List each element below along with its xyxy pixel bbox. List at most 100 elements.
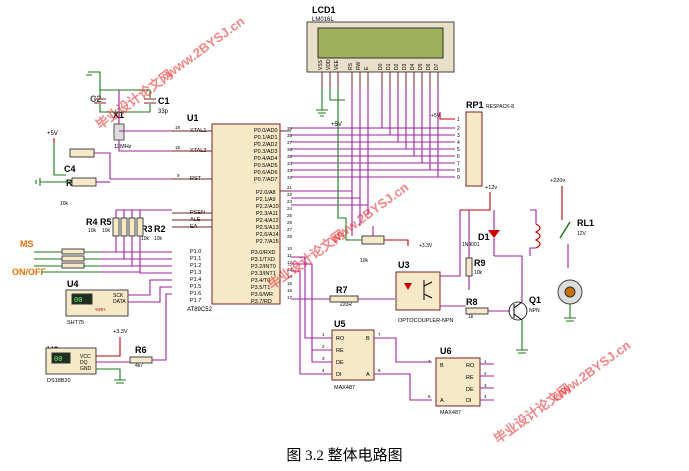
r7-value: 220R xyxy=(340,302,352,308)
power-label: +3.3V xyxy=(419,243,433,249)
svg-text:P1.3: P1.3 xyxy=(190,270,201,276)
svg-text:DE: DE xyxy=(466,387,474,393)
r1-value: 10k xyxy=(60,201,69,207)
svg-text:6: 6 xyxy=(428,394,431,399)
svg-text:P3.6/WR: P3.6/WR xyxy=(251,292,273,298)
svg-text:6: 6 xyxy=(378,368,381,373)
r9-ref: R9 xyxy=(474,258,486,268)
q1-ref: Q1 xyxy=(529,295,541,305)
svg-text:P3.7/RD: P3.7/RD xyxy=(251,299,272,305)
lcd-pin-label: VSS xyxy=(318,59,324,70)
svg-text:19: 19 xyxy=(175,125,181,130)
svg-text:P1.1: P1.1 xyxy=(190,256,201,262)
mcu-model: AT89C52 xyxy=(187,307,213,313)
svg-text:P1.0: P1.0 xyxy=(190,249,201,255)
lcd-pin-label: D4 xyxy=(410,63,416,70)
svg-text:P0.3/AD3: P0.3/AD3 xyxy=(254,149,278,155)
svg-text:17: 17 xyxy=(287,295,293,300)
r4-value: 10k xyxy=(88,228,97,234)
svg-text:24: 24 xyxy=(287,206,293,211)
r4-ref: R4 xyxy=(86,217,98,227)
svg-text:DQ: DQ xyxy=(80,360,88,366)
power-label: +12v xyxy=(485,185,497,191)
svg-text:3: 3 xyxy=(322,356,325,361)
svg-text:P2.5/A13: P2.5/A13 xyxy=(256,225,279,231)
pullup-resistors: R4 R5 10k 10k R3 R2 10k 10k xyxy=(86,209,172,274)
lcd-pin-label: D7 xyxy=(434,63,440,70)
watermark-text: www.2BYSJ.cn xyxy=(548,337,633,405)
svg-text:P0.4/AD4: P0.4/AD4 xyxy=(254,156,278,162)
svg-text:7: 7 xyxy=(378,332,381,337)
u6-ref: U6 xyxy=(440,346,452,356)
r5-ref: R5 xyxy=(100,217,112,227)
svg-text:VCC: VCC xyxy=(80,354,91,360)
u5-ref: U5 xyxy=(334,319,346,329)
rs485-u5: U5 RO RE DE DI B A 1 2 3 4 7 6 MAX487 xyxy=(291,256,432,401)
power-label: +5V xyxy=(47,131,58,137)
svg-text:7: 7 xyxy=(428,359,431,364)
svg-text:P0.0/AD0: P0.0/AD0 xyxy=(254,128,278,134)
svg-text:DE: DE xyxy=(336,360,344,366)
pot-value: 10k xyxy=(360,258,369,264)
svg-text:39: 39 xyxy=(287,126,293,131)
svg-text:P2.1/A9: P2.1/A9 xyxy=(256,197,276,203)
reset-circuit: +5V C4 R1 10k xyxy=(35,131,172,207)
mcu-u1: U1 AT89C52 XTAL1 XTAL2 RST PSEN ALE EA P… xyxy=(172,113,293,313)
svg-text:14: 14 xyxy=(287,274,293,279)
lcd-pin-label: VDD xyxy=(326,59,332,70)
power-label: +3.3V xyxy=(113,329,128,335)
svg-text:23: 23 xyxy=(287,199,293,204)
u2-display: 00 xyxy=(54,356,62,364)
u2-model: DS18B20 xyxy=(47,378,71,384)
lcd-model: LM016L xyxy=(312,17,334,23)
svg-text:3: 3 xyxy=(484,383,487,388)
mcu-ref: U1 xyxy=(187,113,199,123)
svg-text:7: 7 xyxy=(457,161,460,167)
c1-ref: C1 xyxy=(158,96,170,106)
lcd-pin-label: VEE xyxy=(334,59,340,70)
sht75-sensor-u4: U4 00 %RH SCK DATA SHT75 xyxy=(65,279,172,326)
svg-text:33: 33 xyxy=(287,168,293,173)
c4-ref: C4 xyxy=(64,164,76,174)
svg-text:P1.6: P1.6 xyxy=(190,291,201,297)
rl1-value: 12V xyxy=(577,231,587,237)
svg-text:1: 1 xyxy=(322,332,325,337)
r5-value: 10k xyxy=(102,228,111,234)
svg-text:25: 25 xyxy=(287,213,293,218)
svg-text:1: 1 xyxy=(484,359,487,364)
lcd-screen xyxy=(317,27,444,59)
svg-text:35: 35 xyxy=(287,154,293,159)
svg-text:37: 37 xyxy=(287,140,293,145)
svg-text:2: 2 xyxy=(322,344,325,349)
power-label: +5V xyxy=(331,122,342,128)
svg-text:3: 3 xyxy=(457,133,460,139)
svg-text:P2.2/A10: P2.2/A10 xyxy=(256,204,279,210)
svg-text:26: 26 xyxy=(287,220,293,225)
lcd-pin-label: D3 xyxy=(402,63,408,70)
r7-ref: R7 xyxy=(336,285,348,295)
svg-text:B: B xyxy=(366,336,370,342)
svg-text:27: 27 xyxy=(287,227,293,232)
r3-value: 10k xyxy=(141,236,150,242)
svg-text:P3.0/RXD: P3.0/RXD xyxy=(251,250,275,256)
svg-text:P3.5/T1: P3.5/T1 xyxy=(251,285,270,291)
svg-text:1: 1 xyxy=(457,117,460,123)
rl1-ref: RL1 xyxy=(577,218,594,228)
svg-text:P1.5: P1.5 xyxy=(190,284,201,290)
svg-text:P2.3/A11: P2.3/A11 xyxy=(256,211,278,217)
svg-text:34: 34 xyxy=(287,161,293,166)
lcd-data-bus: +5V xyxy=(291,88,455,236)
resistor-pack-rp1: RP1 RESPACK-8 1 2 3 4 5 6 7 8 9 +5V xyxy=(431,100,514,187)
svg-text:DATA: DATA xyxy=(113,299,126,305)
r6-value: 4k7 xyxy=(135,363,143,369)
r9-value: 10k xyxy=(474,270,483,276)
svg-text:SCK: SCK xyxy=(113,293,124,299)
svg-text:GND: GND xyxy=(80,366,92,372)
input-switches: MS ON/OFF xyxy=(12,239,140,277)
u4-model: SHT75 xyxy=(67,320,84,326)
svg-text:36: 36 xyxy=(287,147,293,152)
contrast-pot: 10k +3.3V xyxy=(337,96,433,264)
svg-text:4: 4 xyxy=(484,394,487,399)
svg-text:32: 32 xyxy=(287,175,293,180)
x1-value: 12MHz xyxy=(114,144,132,150)
